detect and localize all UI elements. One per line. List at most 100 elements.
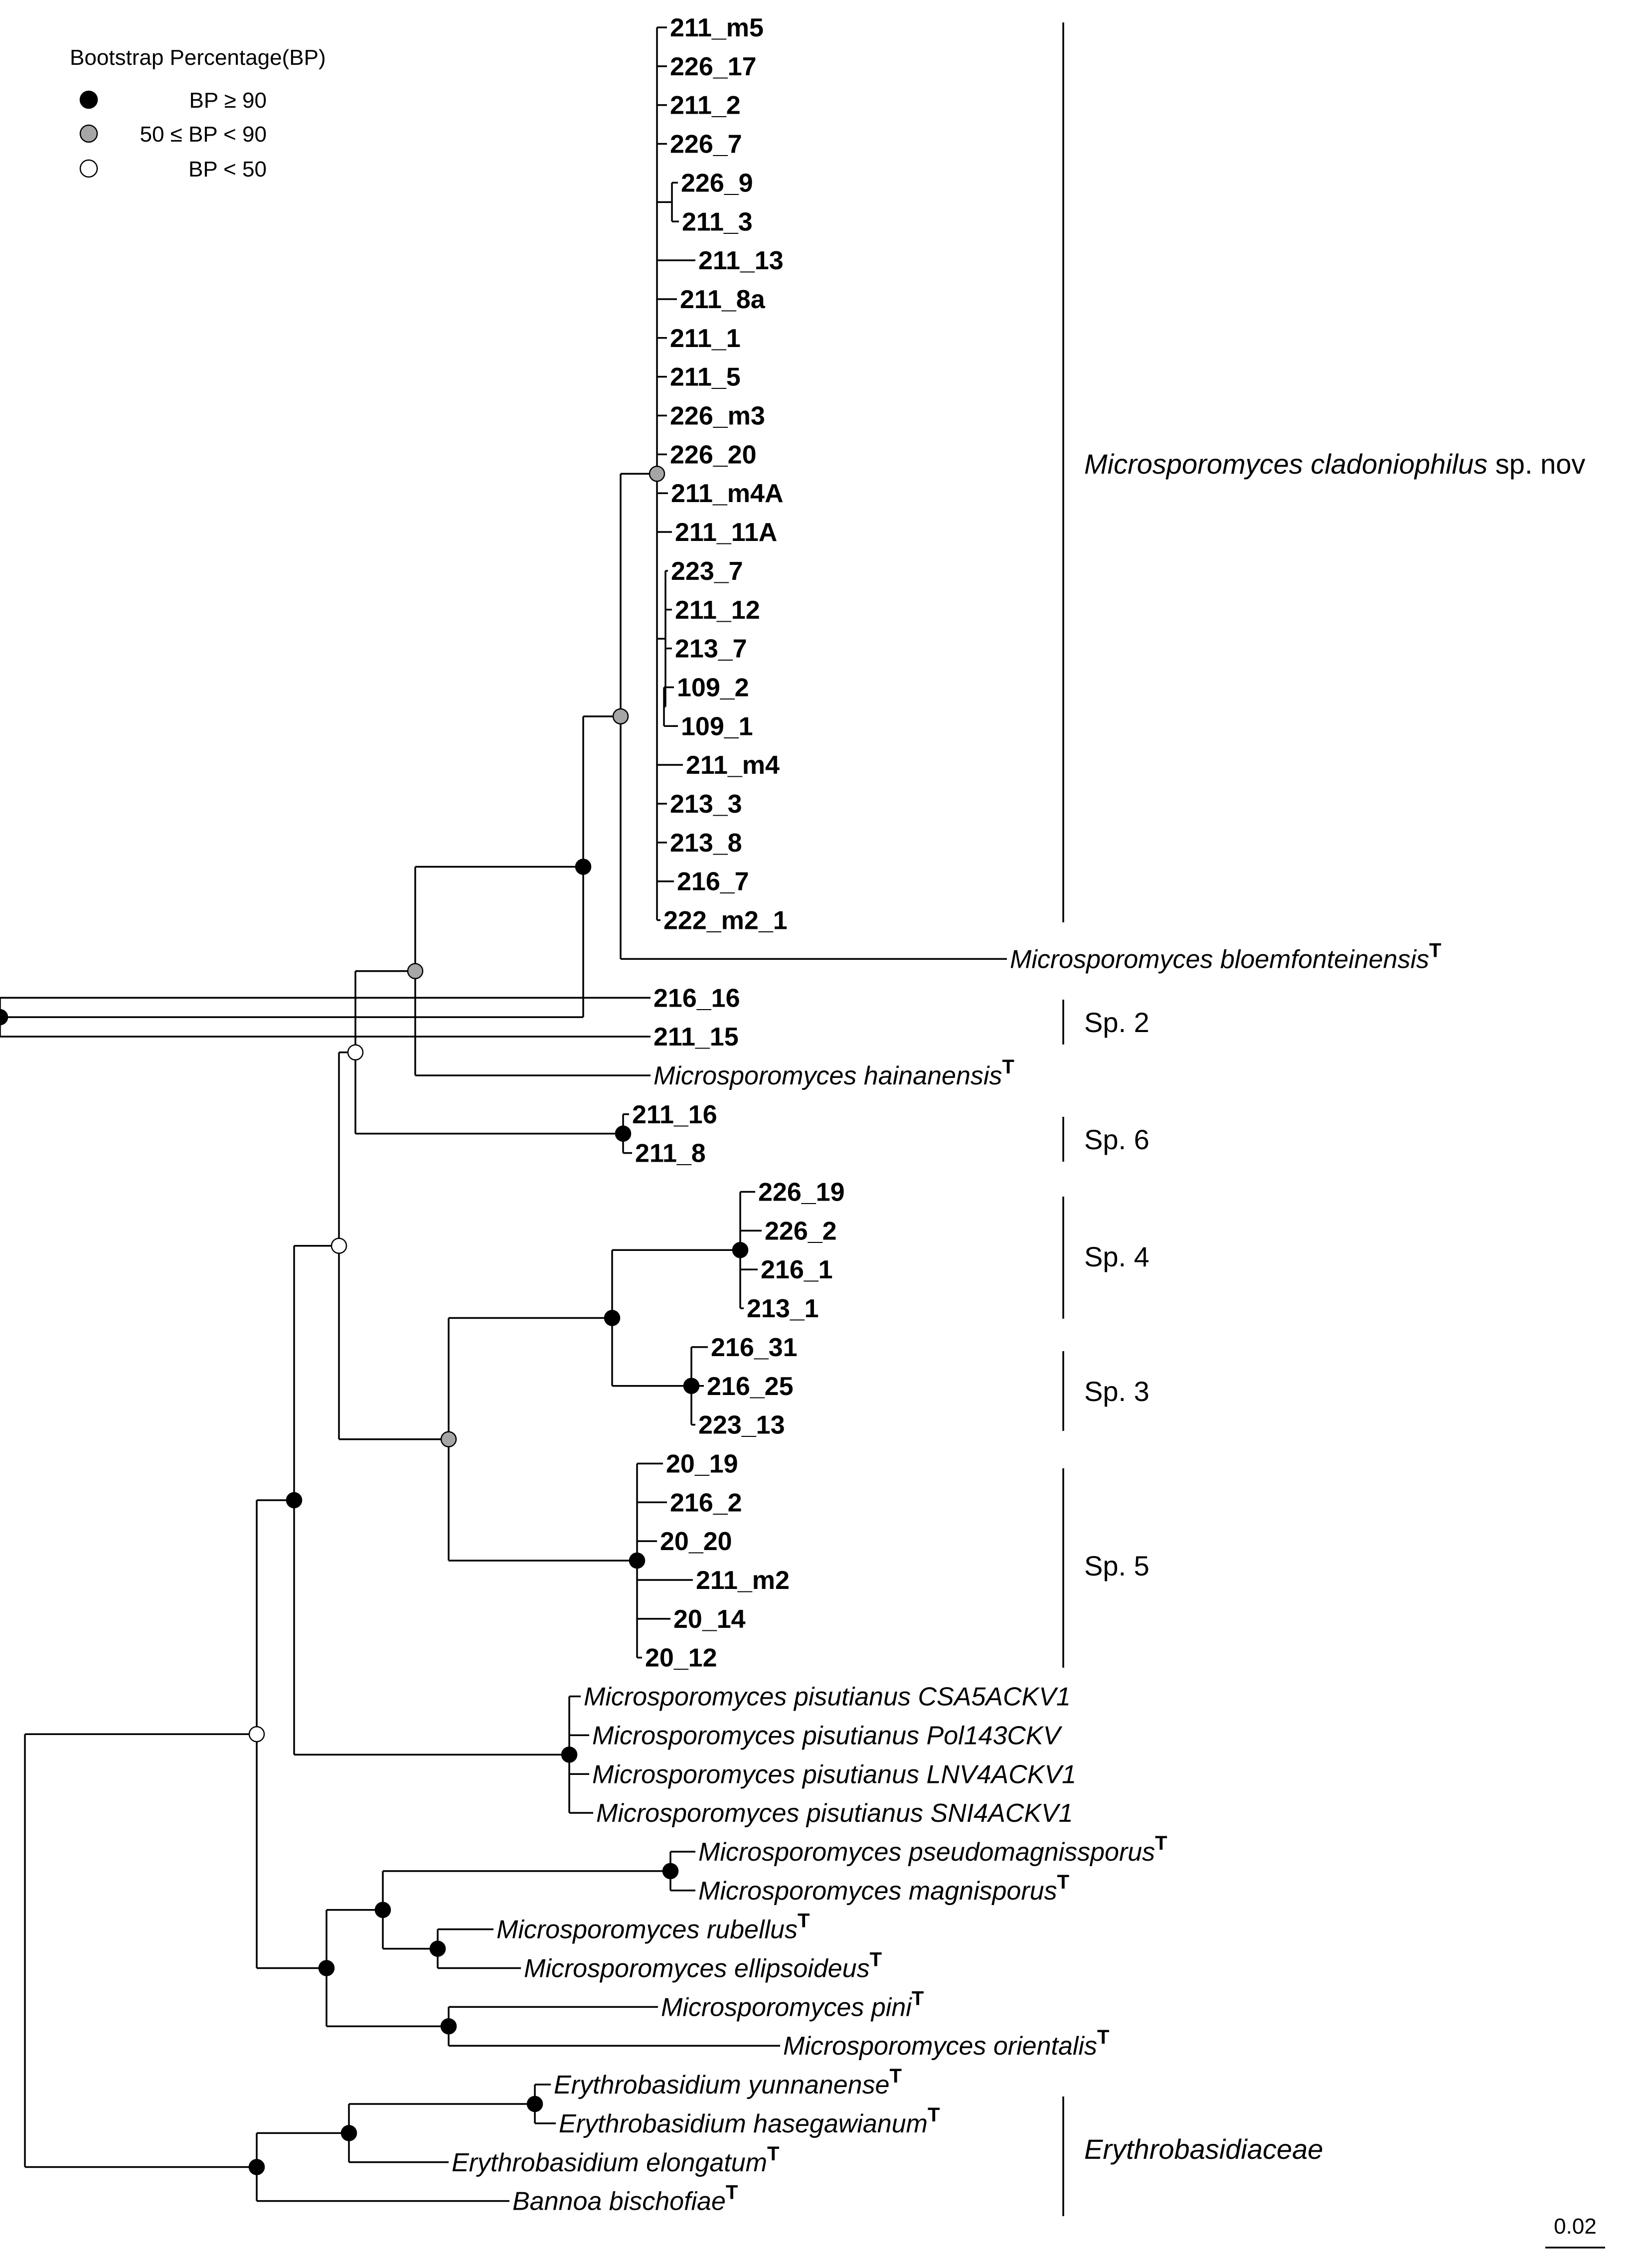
type-strain-mark: T xyxy=(912,1987,924,2009)
type-strain-mark: T xyxy=(767,2143,779,2165)
tip-label-222-m2-1: 222_m2_1 xyxy=(663,906,788,935)
tip-label-microsporomyces-pisutianus-pol143ckv: Microsporomyces pisutianus Pol143CKV xyxy=(592,1721,1063,1750)
tip-label-109-1: 109_1 xyxy=(681,712,753,741)
tip-label-20-20: 20_20 xyxy=(660,1527,732,1556)
tip-label-erythrobasidium-hasegawianum: Erythrobasidium hasegawianumT xyxy=(559,2104,940,2138)
tip-label-223-7: 223_7 xyxy=(671,557,743,586)
tip-label-bannoa-bischofiae: Bannoa bischofiaeT xyxy=(512,2182,738,2216)
legend-marker-high xyxy=(79,90,98,109)
bootstrap-node-mid xyxy=(649,466,665,482)
bootstrap-node-high xyxy=(683,1378,700,1394)
bootstrap-node-high xyxy=(662,1863,679,1880)
tip-label-211-1: 211_1 xyxy=(670,324,741,353)
tip-label-216-2: 216_2 xyxy=(670,1488,742,1517)
bootstrap-node-high xyxy=(0,1009,8,1026)
type-strain-mark: T xyxy=(726,2182,738,2204)
bootstrap-node-low xyxy=(248,1726,265,1743)
tip-label-microsporomyces-hainanensis: Microsporomyces hainanensisT xyxy=(654,1056,1014,1090)
tip-label-216-25: 216_25 xyxy=(707,1372,794,1401)
clade-label-italic: Microsporomyces cladoniophilus xyxy=(1084,448,1487,480)
tip-label-211-15: 211_15 xyxy=(654,1023,739,1051)
tip-label-microsporomyces-ellipsoideus: Microsporomyces ellipsoideusT xyxy=(524,1949,882,1983)
tip-label-213-7: 213_7 xyxy=(675,635,747,664)
legend-label-high: BP ≥ 90 xyxy=(189,88,267,113)
bootstrap-node-high xyxy=(604,1310,621,1326)
clade-label-plain: Sp. 4 xyxy=(1084,1241,1149,1272)
clade-label-italic: Erythrobasidiaceae xyxy=(1084,2133,1323,2165)
legend-label-low: BP < 50 xyxy=(188,157,267,181)
type-strain-mark: T xyxy=(870,1949,882,1971)
bootstrap-nodes xyxy=(0,466,749,2175)
legend-entry-mid: 50 ≤ BP < 90 xyxy=(79,122,267,147)
clade-label: Sp. 3 xyxy=(1084,1376,1149,1407)
legend-title: Bootstrap Percentage(BP) xyxy=(70,45,326,70)
tip-label-226-20: 226_20 xyxy=(670,440,757,469)
scale-bar: 0.02 xyxy=(1545,2214,1605,2249)
bootstrap-node-high xyxy=(732,1242,749,1258)
legend-entry-low: BP < 50 xyxy=(79,157,267,181)
tip-label-213-8: 213_8 xyxy=(670,829,742,858)
clade-label: Sp. 2 xyxy=(1084,1007,1149,1038)
tip-label-microsporomyces-pisutianus-lnv4ackv1: Microsporomyces pisutianus LNV4ACKV1 xyxy=(592,1760,1076,1789)
tip-label-226-m3: 226_m3 xyxy=(670,402,765,431)
clade-sp6: Sp. 6 xyxy=(1062,1117,1149,1162)
clade-label-plain: Sp. 3 xyxy=(1084,1376,1149,1407)
clade-label-plain: sp. nov xyxy=(1487,448,1585,480)
legend-marker-mid xyxy=(79,124,98,143)
bootstrap-node-high xyxy=(575,859,592,875)
tip-label-microsporomyces-pini: Microsporomyces piniT xyxy=(661,1987,924,2022)
tip-label-223-13: 223_13 xyxy=(698,1411,785,1440)
tip-label-211-m4: 211_m4 xyxy=(686,751,780,780)
bootstrap-node-low xyxy=(330,1237,347,1254)
clade-label: Sp. 5 xyxy=(1084,1550,1149,1581)
type-strain-mark: T xyxy=(1097,2026,1109,2048)
tip-label-erythrobasidium-yunnanense: Erythrobasidium yunnanenseT xyxy=(554,2065,902,2099)
tip-label-109-2: 109_2 xyxy=(677,673,749,702)
tip-label-211-8a: 211_8a xyxy=(680,285,766,314)
tip-label-211-m5: 211_m5 xyxy=(670,13,764,42)
bootstrap-node-high xyxy=(318,1960,335,1976)
tip-label-20-14: 20_14 xyxy=(673,1605,746,1634)
bootstrap-node-high xyxy=(526,2095,543,2112)
tip-label-211-m4a: 211_m4A xyxy=(671,479,784,508)
type-strain-mark: T xyxy=(1155,1832,1167,1854)
clade-label-plain: Sp. 2 xyxy=(1084,1007,1149,1038)
tip-label-211-m2: 211_m2 xyxy=(696,1566,790,1595)
clade-sp4: Sp. 4 xyxy=(1062,1197,1149,1319)
type-strain-mark: T xyxy=(928,2104,940,2126)
tip-label-20-12: 20_12 xyxy=(645,1644,717,1673)
legend-entry-high: BP ≥ 90 xyxy=(79,88,267,113)
bootstrap-node-low xyxy=(347,1044,364,1060)
tip-label-213-3: 213_3 xyxy=(670,790,742,819)
tip-label-microsporomyces-magnisporus: Microsporomyces magnisporusT xyxy=(698,1871,1069,1906)
clade-sp5: Sp. 5 xyxy=(1062,1468,1149,1668)
tree-branches xyxy=(0,26,1007,2202)
tip-label-microsporomyces-orientalis: Microsporomyces orientalisT xyxy=(783,2026,1109,2061)
clade-sp3: Sp. 3 xyxy=(1062,1351,1149,1431)
clade-brackets: Microsporomyces cladoniophilus sp. novSp… xyxy=(1062,22,1585,2216)
tip-label-213-1: 213_1 xyxy=(747,1294,819,1323)
bootstrap-node-mid xyxy=(440,1431,457,1448)
bootstrap-node-high xyxy=(629,1552,646,1569)
tip-label-microsporomyces-rubellus: Microsporomyces rubellusT xyxy=(496,1910,810,1944)
bootstrap-node-high xyxy=(340,2125,357,2141)
type-strain-mark: T xyxy=(1057,1871,1069,1893)
tip-label-211-2: 211_2 xyxy=(670,91,741,120)
tip-label-216-7: 216_7 xyxy=(677,868,749,896)
tip-label-211-3: 211_3 xyxy=(682,207,753,236)
type-strain-mark: T xyxy=(1429,939,1441,961)
tip-label-211-5: 211_5 xyxy=(670,363,741,392)
tip-label-microsporomyces-bloemfonteinensis: Microsporomyces bloemfonteinensisT xyxy=(1010,939,1441,974)
tip-label-20-19: 20_19 xyxy=(666,1449,738,1478)
scale-bar-label: 0.02 xyxy=(1554,2214,1597,2239)
type-strain-mark: T xyxy=(890,2065,902,2087)
bootstrap-node-high xyxy=(561,1746,578,1763)
tip-label-211-16: 211_16 xyxy=(632,1100,717,1129)
tip-label-226-2: 226_2 xyxy=(765,1217,837,1245)
tip-label-216-31: 216_31 xyxy=(711,1333,798,1362)
tip-labels: 211_m5226_17211_2226_7226_9211_3211_1321… xyxy=(452,13,1441,2216)
type-strain-mark: T xyxy=(798,1910,810,1932)
tip-label-microsporomyces-pseudomagnissporus: Microsporomyces pseudomagnissporusT xyxy=(698,1832,1167,1867)
bootstrap-node-high xyxy=(429,1940,446,1957)
tip-label-226-9: 226_9 xyxy=(681,169,753,197)
